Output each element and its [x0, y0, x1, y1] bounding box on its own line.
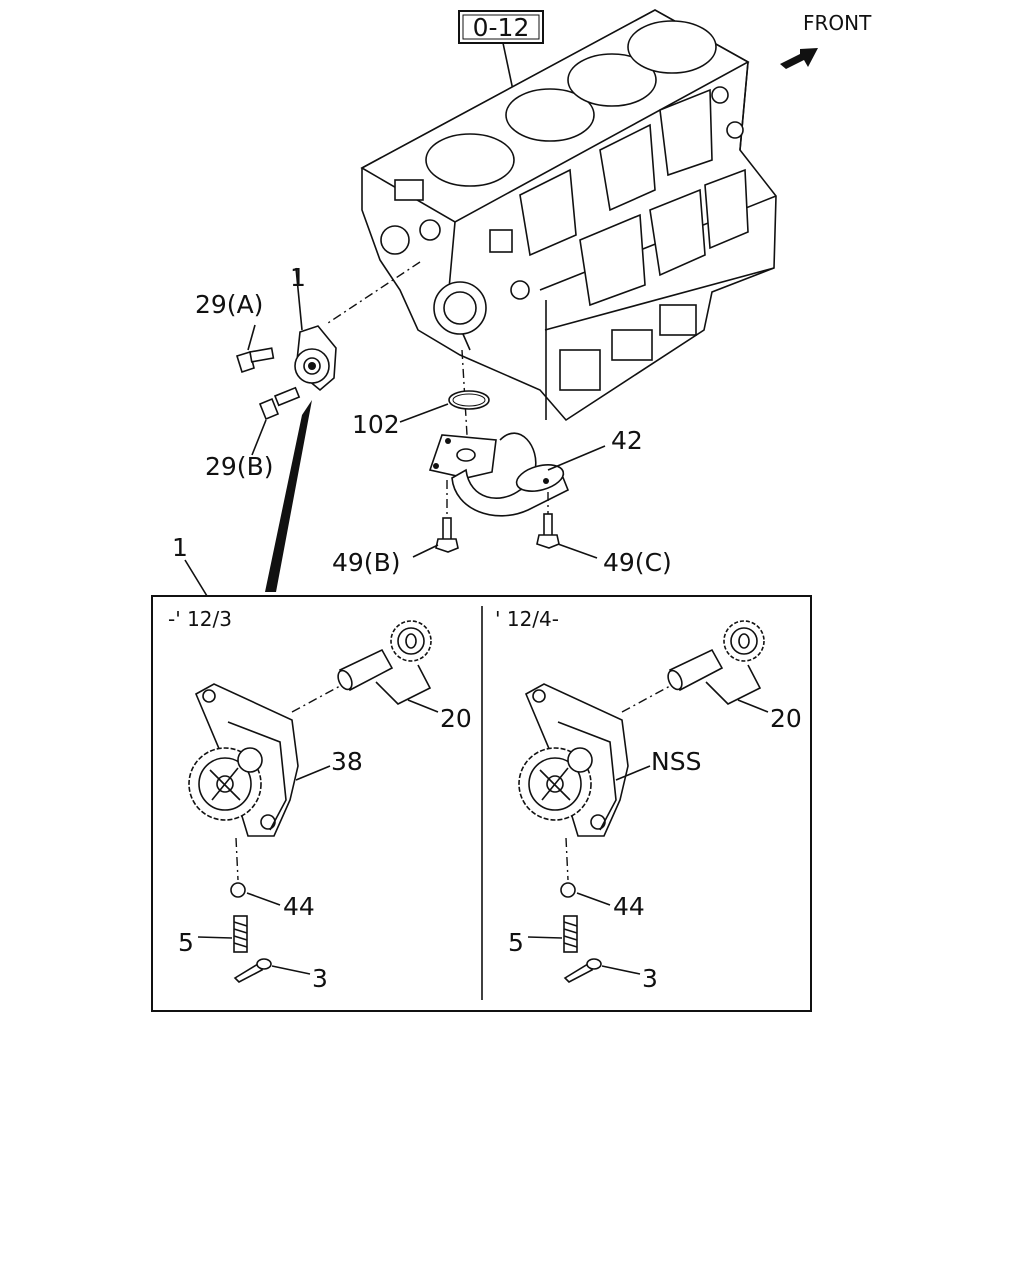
panel-late-spring[interactable] — [563, 915, 578, 953]
panel-early-ball[interactable] — [230, 882, 246, 898]
panel-late-pin[interactable] — [563, 958, 602, 983]
panel-late-pin-leader — [601, 965, 641, 975]
panel-early-pin[interactable] — [233, 958, 272, 983]
panel-late-relief-axis — [565, 837, 569, 881]
callout-o-ring: 102 — [352, 410, 400, 439]
reference-box[interactable]: 0-12 — [458, 10, 544, 44]
o-ring-leader — [399, 403, 449, 423]
panel-early-shaft-leader — [407, 699, 439, 713]
panel-late-callout-spring: 5 — [508, 928, 524, 957]
panel-late-callout-shaft-gear: 20 — [770, 704, 802, 733]
front-label: FRONT — [803, 11, 872, 35]
panel-early-callout-spring: 5 — [178, 928, 194, 957]
bolt-49c-leader — [557, 543, 598, 559]
panel-early-spring-leader — [197, 936, 233, 939]
bolt-29b-leader — [251, 419, 267, 456]
bolt-29a-leader — [247, 324, 256, 351]
panel-late-shaft-leader — [737, 699, 769, 713]
panel-late-ball-leader — [576, 892, 611, 906]
panel-early-period: -' 12/3 — [168, 607, 232, 631]
callout-box-ref: 1 — [172, 533, 188, 562]
callout-strainer: 42 — [611, 426, 643, 455]
callout-bolt-29b: 29(B) — [205, 452, 273, 481]
o-ring[interactable] — [448, 390, 490, 410]
panel-late-spring-leader — [527, 936, 563, 939]
bolt-49b[interactable] — [435, 517, 459, 553]
panel-early-callout-ball: 44 — [283, 892, 315, 921]
panel-late-callout-pin: 3 — [642, 964, 658, 993]
panel-late-body-leader — [615, 765, 651, 781]
panel-early-spring[interactable] — [233, 915, 248, 953]
panel-early-drive-gear[interactable] — [390, 620, 432, 662]
callout-top-pump: 1 — [290, 263, 306, 292]
panel-late-callout-ball: 44 — [613, 892, 645, 921]
panel-early-pin-leader — [271, 965, 311, 975]
panel-late-period: ' 12/4- — [495, 607, 559, 631]
panel-early-relief-axis — [235, 837, 239, 881]
panel-early-shaft[interactable] — [335, 648, 394, 692]
panel-early: -' 12/3 20 38 44 — [168, 607, 472, 993]
top-pump-leader — [295, 267, 303, 331]
bolt-29b[interactable] — [258, 386, 301, 421]
callout-bolt-29a: 29(A) — [195, 290, 263, 319]
panel-late: ' 12/4- 20 NSS 44 — [495, 607, 802, 993]
detail-pointer-wedge — [265, 400, 312, 592]
reference-label: 0-12 — [473, 13, 530, 42]
bolt-29a[interactable] — [235, 347, 275, 374]
panel-late-shaft-bracket — [705, 664, 762, 705]
callout-bolt-49b: 49(B) — [332, 548, 400, 577]
panel-late-drive-gear[interactable] — [723, 620, 765, 662]
panel-late-callout-pump-body: NSS — [651, 747, 701, 776]
bolt-49b-leader — [412, 544, 439, 558]
panel-early-callout-shaft-gear: 20 — [440, 704, 472, 733]
box-ref-leader — [184, 559, 208, 597]
panel-early-body-leader — [295, 765, 331, 781]
panel-late-pump-body[interactable] — [518, 683, 629, 837]
oil-strainer-pipe[interactable] — [428, 432, 570, 517]
callout-bolt-49c: 49(C) — [603, 548, 672, 577]
engine-block — [360, 9, 777, 422]
detail-box — [151, 595, 812, 1012]
strainer-leader — [547, 445, 606, 471]
front-arrow-icon — [780, 48, 818, 69]
panel-early-callout-pin: 3 — [312, 964, 328, 993]
panel-early-shaft-bracket — [375, 664, 432, 705]
panel-late-shaft[interactable] — [665, 648, 724, 692]
bolt-49c[interactable] — [536, 513, 560, 549]
panel-early-ball-leader — [246, 892, 281, 906]
oil-pump-assembled[interactable] — [294, 325, 337, 392]
panel-late-ball[interactable] — [560, 882, 576, 898]
panel-early-pump-body[interactable] — [188, 683, 299, 837]
panel-late-shaft-axis — [621, 685, 671, 713]
panel-early-callout-pump-body: 38 — [331, 747, 363, 776]
panel-early-shaft-axis — [291, 685, 341, 713]
